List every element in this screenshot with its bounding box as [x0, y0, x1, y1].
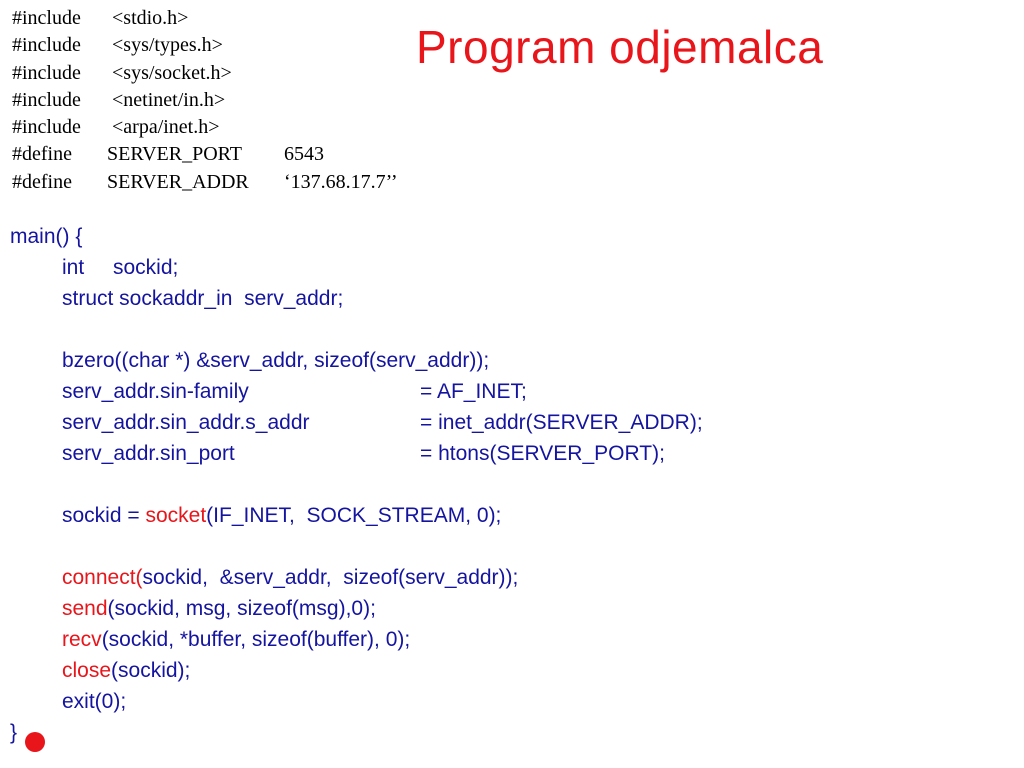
include-directive: #include: [12, 34, 81, 57]
define-value: ‘137.68.17.7’’: [284, 170, 398, 193]
define-directive: #define: [12, 143, 72, 166]
include-line: #include <stdio.h>: [12, 5, 398, 32]
int-keyword: int: [62, 256, 85, 279]
assign-family-line: serv_addr.sin-family = AF_INET;: [10, 376, 703, 407]
recv-call-line: recv(sockid, *buffer, sizeof(buffer), 0)…: [10, 624, 703, 655]
blank-line: [10, 314, 703, 345]
define-value: 6543: [284, 143, 324, 166]
include-line: #include <arpa/inet.h>: [12, 114, 398, 141]
slide-title: Program odjemalca: [416, 21, 824, 73]
assign-addr-line: serv_addr.sin_addr.s_addr = inet_addr(SER…: [10, 407, 703, 438]
code-block: main() { int sockid; struct sockaddr_in s…: [10, 221, 703, 748]
struct-declaration-line: struct sockaddr_in serv_addr;: [62, 287, 344, 310]
define-directive: #define: [12, 170, 72, 193]
recv-args: (sockid, *buffer, sizeof(buffer), 0);: [101, 628, 411, 651]
include-header: <arpa/inet.h>: [112, 116, 220, 139]
include-directive: #include: [12, 116, 81, 139]
assign-lhs: serv_addr.sin-family: [62, 380, 249, 403]
bzero-line: bzero((char *) &serv_addr, sizeof(serv_a…: [62, 349, 490, 372]
connect-args: sockid, &serv_addr, sizeof(serv_addr));: [142, 566, 519, 589]
connect-call-line: connect(sockid, &serv_addr, sizeof(serv_…: [10, 562, 703, 593]
socket-args: (IF_INET, SOCK_STREAM, 0);: [206, 504, 502, 527]
assign-rhs: = htons(SERVER_PORT);: [420, 442, 665, 465]
include-header: <sys/types.h>: [112, 34, 223, 57]
define-name: SERVER_PORT: [107, 143, 242, 166]
include-header: <sys/socket.h>: [112, 61, 232, 84]
assign-lhs: serv_addr.sin_addr.s_addr: [62, 411, 310, 434]
main-close-line: }: [10, 721, 18, 744]
socket-assign-prefix: sockid =: [62, 504, 146, 527]
blank-line: [10, 531, 703, 562]
send-args: (sockid, msg, sizeof(msg),0);: [107, 597, 376, 620]
main-open-line: main() {: [10, 225, 83, 248]
close-function: close: [62, 659, 112, 682]
assign-port-line: serv_addr.sin_port = htons(SERVER_PORT);: [10, 438, 703, 469]
define-name: SERVER_ADDR: [107, 170, 249, 193]
define-line: #define SERVER_ADDR ‘137.68.17.7’’: [12, 169, 398, 196]
include-line: #include <sys/types.h>: [12, 32, 398, 59]
socket-function: socket: [145, 504, 207, 527]
assign-rhs: = inet_addr(SERVER_ADDR);: [420, 411, 703, 434]
close-call-line: close(sockid);: [10, 655, 703, 686]
close-args: (sockid);: [111, 659, 191, 682]
include-directive: #include: [12, 7, 81, 29]
preprocessor-block: #include<stdio.h> #include<sys/types.h> …: [12, 5, 398, 196]
send-call-line: send(sockid, msg, sizeof(msg),0);: [10, 593, 703, 624]
connect-function: connect(: [62, 566, 143, 589]
include-directive: #include: [12, 88, 81, 111]
send-function: send: [62, 597, 108, 620]
include-line: #include <netinet/in.h>: [12, 87, 398, 114]
define-line: #define SERVER_PORT 6543: [12, 141, 398, 168]
recv-function: recv: [62, 628, 102, 651]
blank-line: [10, 469, 703, 500]
include-header: <stdio.h>: [112, 7, 189, 29]
assign-lhs: serv_addr.sin_port: [62, 442, 235, 465]
socket-call-line: sockid = socket(IF_INET, SOCK_STREAM, 0)…: [10, 500, 703, 531]
include-line: #include <sys/socket.h>: [12, 60, 398, 87]
red-dot-marker: [25, 732, 45, 752]
int-declaration-line: int sockid;: [10, 252, 703, 283]
sockid-variable: sockid;: [113, 256, 179, 279]
include-header: <netinet/in.h>: [112, 88, 226, 111]
include-directive: #include: [12, 61, 81, 84]
exit-call-line: exit(0);: [62, 690, 127, 713]
assign-rhs: = AF_INET;: [420, 380, 527, 403]
